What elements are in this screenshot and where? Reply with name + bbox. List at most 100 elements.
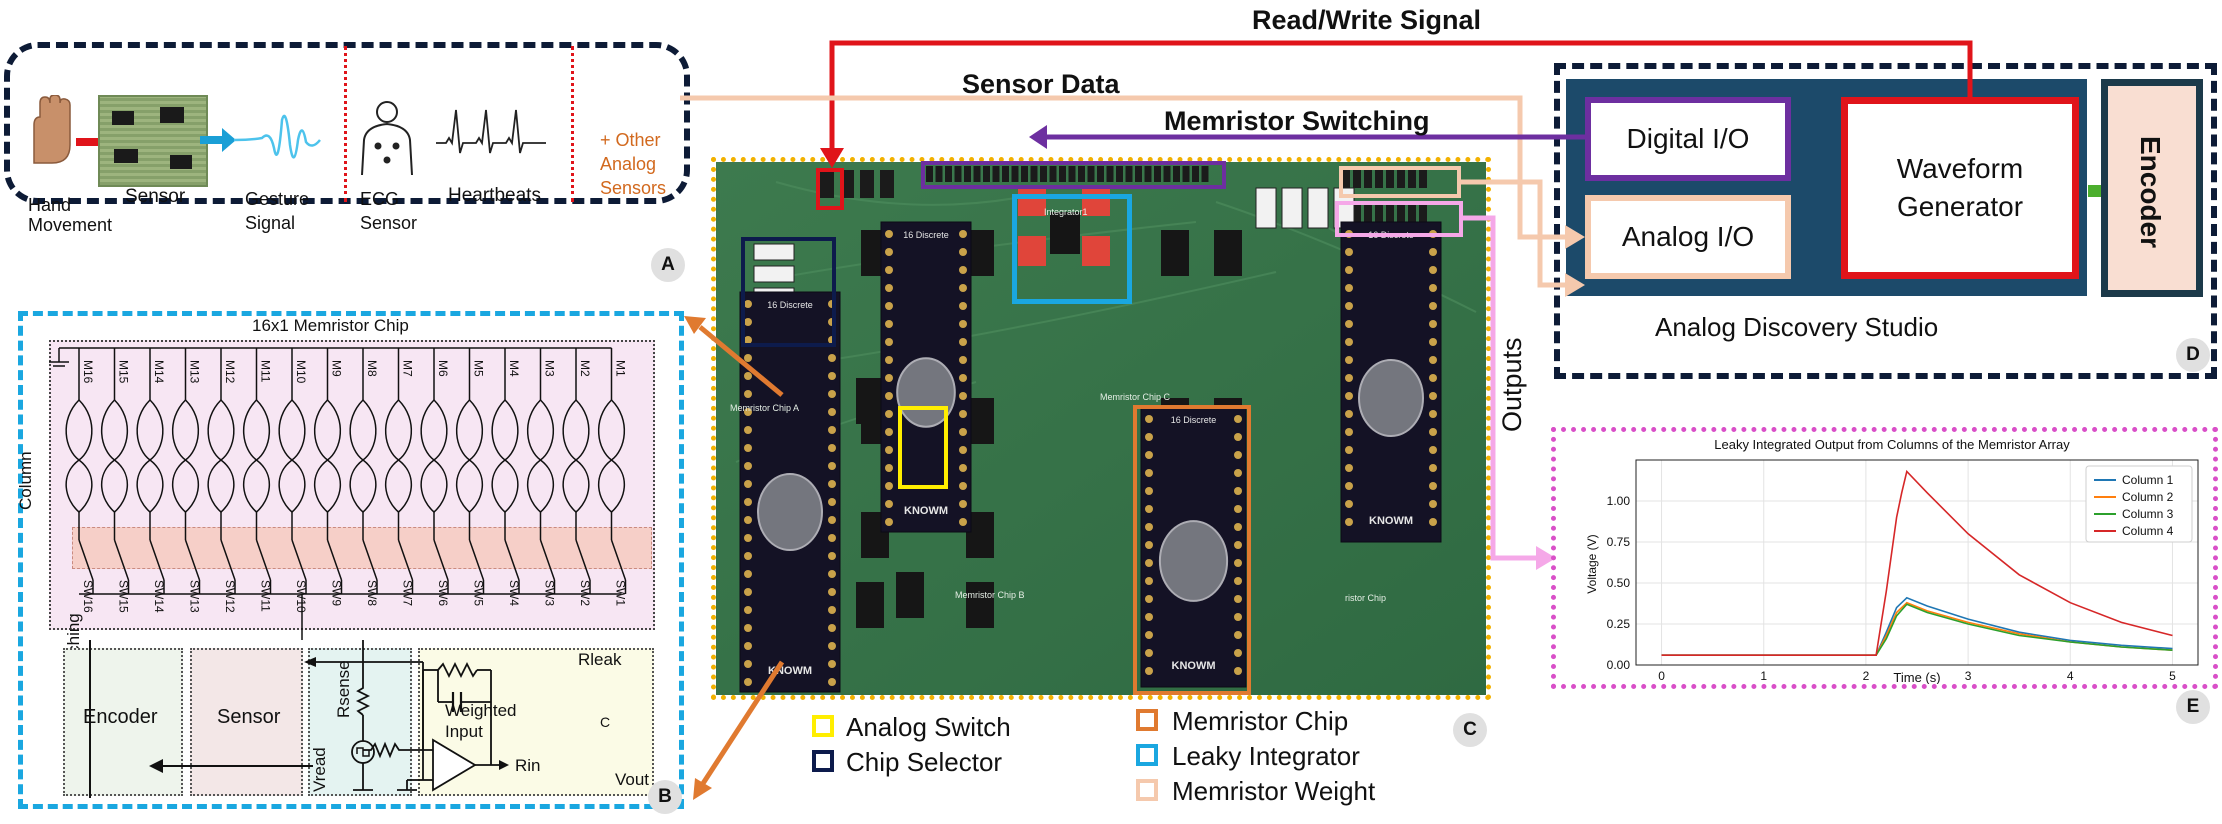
badge-b: B (648, 780, 682, 814)
waveform-generator-box[interactable]: Waveform Generator (1841, 97, 2079, 279)
legend-label: Analog Switch (846, 712, 1011, 742)
header-pin (1021, 166, 1028, 182)
header-pin (880, 170, 894, 198)
capacitor (1082, 186, 1110, 216)
memristor-label: M16 (81, 360, 95, 384)
switch-ic (856, 378, 884, 424)
header-pin (1353, 168, 1361, 188)
chart-legend-box (2085, 465, 2193, 543)
output-chart: Leaky Integrated Output from Columns of … (1585, 437, 2199, 684)
header-pin (1011, 166, 1019, 182)
switch-band (72, 527, 652, 569)
encoder-block[interactable] (2101, 79, 2203, 297)
switch-label: SW12 (223, 580, 237, 613)
header-pin (1364, 202, 1372, 222)
memristor-label: M14 (152, 360, 166, 384)
plot-area (1635, 459, 2199, 666)
memristor-chip-highlight (1133, 405, 1251, 695)
header-pin (1163, 166, 1171, 182)
x-axis-label: Time (s) (1893, 670, 1940, 684)
memristor-weight-highlight-1 (1339, 166, 1461, 198)
header-pin (1419, 202, 1427, 222)
sensor-label: Sensor (125, 186, 186, 207)
panel-a (4, 42, 690, 204)
chart-title: Leaky Integrated Output from Columns of … (1714, 437, 2070, 452)
panel-b (18, 311, 684, 809)
leaky-integrator-highlight (1012, 194, 1132, 304)
chip-selector-highlight (741, 237, 836, 347)
header-pin (983, 166, 990, 182)
c-label: C (600, 714, 611, 730)
switch-ic (966, 582, 994, 628)
hand-movement-label: Hand Movement (28, 195, 113, 235)
header-pin (1097, 166, 1104, 182)
legend-swatch (812, 715, 834, 737)
header-pin (1106, 166, 1114, 182)
dip-switch (753, 243, 795, 261)
capacitor (1018, 186, 1046, 216)
sensor-box (190, 648, 303, 796)
panel-e (1551, 427, 2218, 689)
memristor-label: M15 (117, 360, 131, 384)
switch-ic (1161, 230, 1189, 276)
digital-io-box[interactable]: Digital I/O (1585, 97, 1791, 181)
legend-label: Leaky Integrator (1172, 741, 1360, 771)
integrator-schematic (89, 640, 509, 798)
switch-label: SW13 (188, 580, 202, 613)
header-pin (954, 166, 962, 182)
memristor-label: M7 (401, 360, 415, 377)
header-pin (1002, 166, 1009, 182)
legend-entry: Column 3 (2122, 507, 2174, 521)
memristor-label: M1 (614, 360, 628, 377)
legend-swatch (1136, 744, 1158, 766)
sensor-data-label: Sensor Data (962, 69, 1120, 99)
header-pin (1154, 166, 1161, 182)
switching-header-highlight (921, 161, 1226, 189)
ic-chip (1050, 212, 1080, 254)
legend-swatch (1136, 709, 1158, 731)
header-pin (1386, 168, 1394, 188)
analog-io-label: Analog I/O (1621, 221, 1755, 252)
header-pin (1397, 168, 1405, 188)
header-pin (1364, 168, 1372, 188)
x-tick-label: 1 (1760, 669, 1767, 683)
studio-label: Analog Discovery Studio (1655, 312, 1939, 342)
digital-io-label: Digital I/O (1626, 123, 1750, 154)
y-tick-label: 0.50 (1607, 576, 1631, 590)
vout-label: Vout (615, 770, 650, 789)
panel-d (1554, 63, 2217, 379)
dip-switch (1307, 187, 1329, 229)
header-pin (1375, 202, 1383, 222)
analog-io-box[interactable]: Analog I/O (1585, 195, 1791, 279)
header-pin (1078, 166, 1085, 182)
switch-label: SW11 (259, 580, 273, 612)
header-pin (860, 170, 874, 198)
encoder-label: Encoder (83, 706, 158, 728)
switch-label: SW5 (472, 580, 486, 606)
header-pin (964, 166, 971, 182)
series-line (1661, 603, 2173, 656)
memristor-label: M3 (543, 360, 557, 377)
header-pin (926, 166, 933, 182)
switch-label: SW3 (543, 580, 557, 606)
panel-c (711, 157, 1491, 700)
switch-label: SW4 (507, 580, 521, 606)
legend-entry: Column 4 (2122, 524, 2174, 538)
header-pin (1182, 166, 1190, 182)
ecg-sensor-label: ECG Sensor (360, 189, 418, 233)
y-tick-label: 0.25 (1607, 617, 1631, 631)
header-pin (1068, 166, 1076, 182)
memristor-label: M8 (365, 360, 379, 377)
discrete-label: 16 Discrete (1171, 415, 1217, 425)
